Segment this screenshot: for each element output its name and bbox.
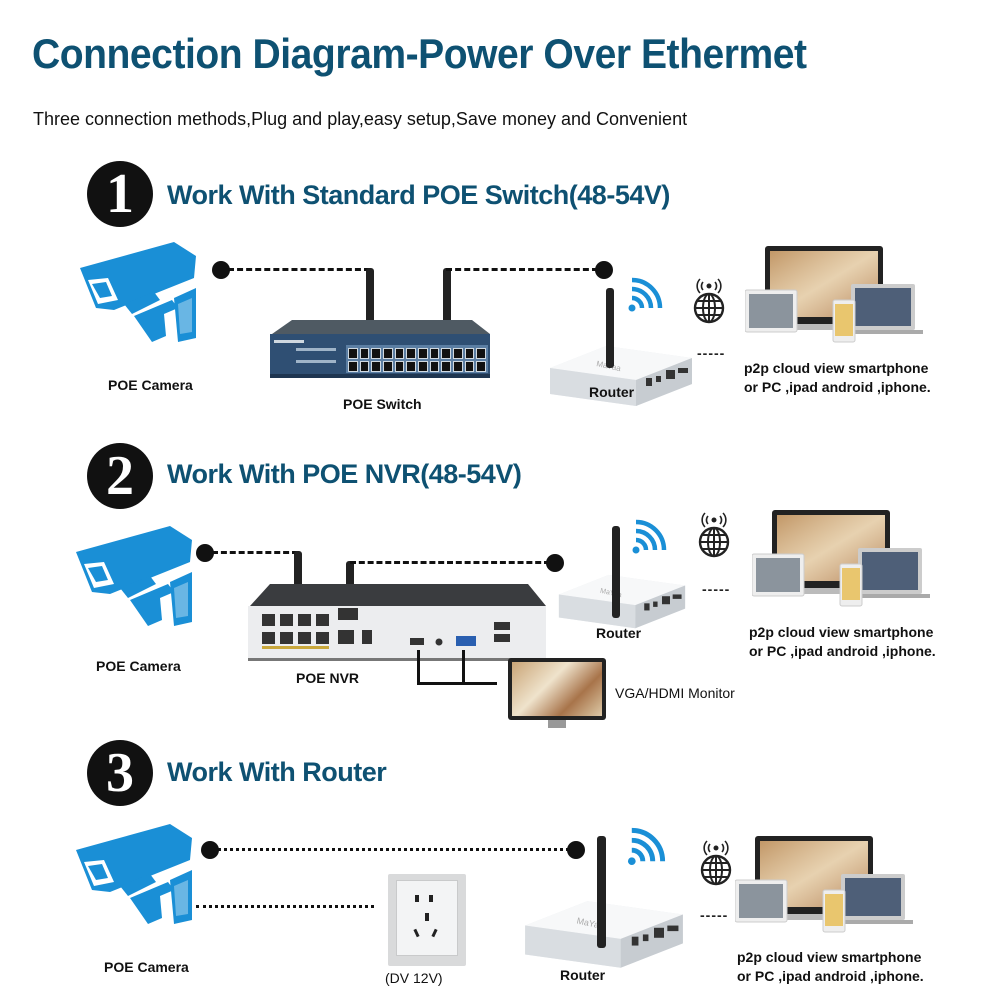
switch-port: [441, 361, 451, 372]
router-label: Router: [560, 967, 606, 983]
switch-port: [348, 348, 358, 359]
switch-label: POE Switch: [343, 396, 422, 412]
page-title: Connection Diagram-Power Over Ethermet: [32, 30, 807, 77]
power-outlet-icon: [388, 874, 466, 966]
switch-port: [359, 361, 370, 372]
switch-port: [359, 348, 370, 359]
router-antenna: [612, 526, 620, 618]
monitor-stand: [548, 720, 566, 728]
monitor-screen: [512, 662, 602, 716]
outlet-slot: [431, 928, 438, 938]
switch-port: [453, 348, 463, 359]
remote-view-desc-line1: p2p cloud view smartphone: [744, 360, 929, 376]
vga-cable: [462, 650, 465, 685]
switch-port: [406, 361, 416, 372]
router-label: Router: [596, 625, 642, 641]
ethernet-plug: [443, 268, 451, 324]
globe-antenna-icon: [696, 838, 736, 886]
monitor-cable: [417, 682, 497, 685]
wifi-signal-icon: [628, 518, 668, 558]
switch-port: [371, 348, 381, 359]
globe-antenna-icon: [694, 510, 734, 558]
multi-device-icon: [735, 836, 915, 936]
cctv-camera-icon: [70, 820, 200, 930]
connection-dot: [212, 261, 230, 279]
step-2-title: Work With POE NVR(48-54V): [167, 459, 522, 489]
wireless-router-icon: [552, 550, 692, 630]
connection-dot: [595, 261, 613, 279]
globe-antenna-icon: [689, 276, 729, 324]
step-3-badge: 3: [87, 740, 153, 806]
monitor-label: VGA/HDMI Monitor: [615, 685, 735, 701]
page-subtitle: Three connection methods,Plug and play,e…: [33, 109, 688, 129]
multi-device-icon: [745, 246, 925, 346]
power-cable-line: [196, 905, 374, 908]
router-label: Router: [589, 384, 635, 400]
switch-port: [476, 361, 486, 372]
switch-port: [406, 348, 416, 359]
network-cable-line: [446, 268, 598, 271]
wifi-signal-icon: [623, 826, 667, 870]
switch-port: [429, 348, 440, 359]
cctv-camera-icon: [74, 238, 204, 348]
hdmi-cable: [417, 650, 420, 685]
switch-port: [348, 361, 358, 372]
nvr-recorder-icon: [248, 584, 546, 661]
remote-view-desc-line1: p2p cloud view smartphone: [749, 624, 934, 640]
connector-dash: -----: [697, 345, 726, 361]
step-1-badge: 1: [87, 161, 153, 227]
ethernet-plug: [294, 551, 302, 601]
connection-dot: [546, 554, 564, 572]
cctv-camera-icon: [70, 522, 200, 632]
step-1-title: Work With Standard POE Switch(48-54V): [167, 180, 670, 210]
switch-port: [383, 361, 393, 372]
network-cable-line: [228, 268, 370, 271]
outlet-slot: [415, 895, 419, 902]
remote-view-desc-line2: or PC ,ipad android ,iphone.: [737, 968, 924, 984]
switch-port: [371, 361, 381, 372]
ethernet-plug: [366, 268, 374, 324]
camera-label: POE Camera: [96, 658, 181, 674]
network-cable-line: [212, 551, 298, 554]
step-3-title: Work With Router: [167, 757, 387, 787]
connection-dot: [196, 544, 214, 562]
outlet-plate: [396, 880, 458, 956]
switch-port: [418, 348, 428, 359]
switch-port: [429, 361, 440, 372]
connection-dot: [567, 841, 585, 859]
switch-port: [441, 348, 451, 359]
remote-view-desc-line1: p2p cloud view smartphone: [737, 949, 922, 965]
connector-dash: -----: [700, 907, 729, 923]
remote-view-desc-line2: or PC ,ipad android ,iphone.: [749, 643, 936, 659]
switch-port: [453, 361, 463, 372]
switch-port: [383, 348, 393, 359]
remote-view-desc-line2: or PC ,ipad android ,iphone.: [744, 379, 931, 395]
network-cable-line: [217, 848, 577, 851]
multi-device-icon: [752, 510, 932, 610]
switch-port: [464, 361, 475, 372]
switch-port: [476, 348, 486, 359]
switch-port: [418, 361, 428, 372]
step-2-badge: 2: [87, 443, 153, 509]
camera-label: POE Camera: [108, 377, 193, 393]
router-antenna: [606, 288, 614, 368]
router-antenna: [597, 836, 606, 948]
connection-dot: [201, 841, 219, 859]
nvr-label: POE NVR: [296, 670, 360, 686]
switch-ports: [348, 348, 486, 372]
outlet-slot: [413, 928, 420, 938]
network-cable-line: [350, 561, 550, 564]
power-label: (DV 12V): [385, 970, 443, 986]
monitor-icon: [508, 658, 606, 720]
outlet-slot: [425, 913, 429, 921]
switch-port: [394, 348, 405, 359]
switch-port: [394, 361, 405, 372]
camera-label: POE Camera: [104, 959, 189, 975]
connector-dash: -----: [702, 581, 731, 597]
wifi-signal-icon: [624, 276, 664, 316]
switch-port: [464, 348, 475, 359]
outlet-slot: [429, 895, 433, 902]
